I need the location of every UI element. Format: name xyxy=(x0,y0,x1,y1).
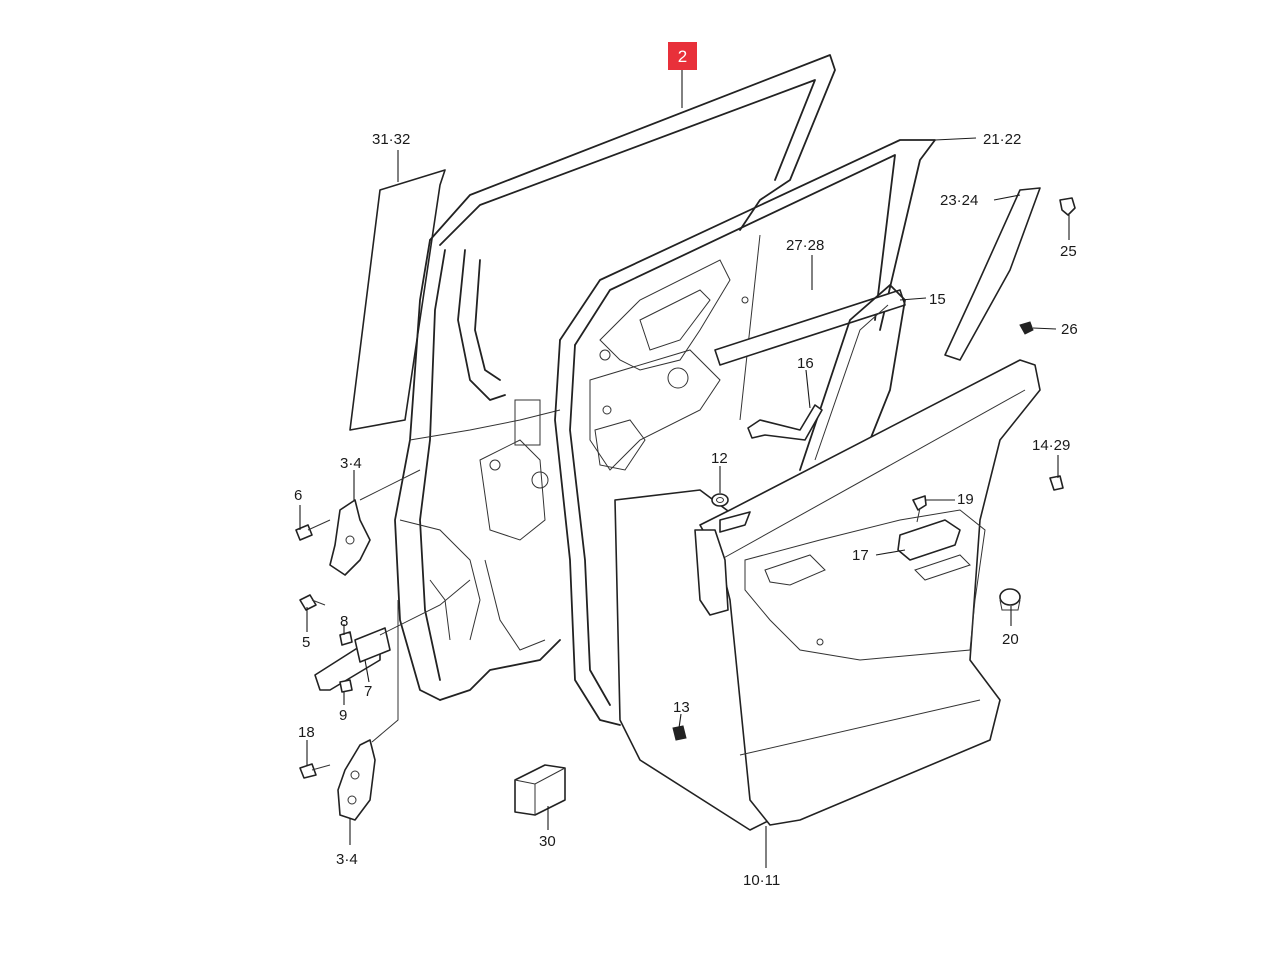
callout-19: 19 xyxy=(957,491,974,508)
clip-25 xyxy=(1059,197,1076,216)
callout-13: 13 xyxy=(673,699,690,716)
screw-19 xyxy=(912,495,927,523)
callout-31-32: 31·32 xyxy=(372,131,410,148)
callout-23-24: 23·24 xyxy=(940,192,978,209)
bolt-9 xyxy=(339,679,353,693)
callout-2-label: 2 xyxy=(678,47,687,66)
callout-3-4-bottom: 3·4 xyxy=(336,851,358,868)
callout-7: 7 xyxy=(364,683,372,700)
pillar-garnish-part xyxy=(944,187,1041,361)
callout-15: 15 xyxy=(929,291,946,308)
window-film-part xyxy=(349,169,446,431)
callout-14-29: 14·29 xyxy=(1032,437,1070,454)
lower-hinge-part xyxy=(337,600,399,821)
pad-30 xyxy=(514,764,566,816)
callout-20: 20 xyxy=(1002,631,1019,648)
callout-17: 17 xyxy=(852,547,869,564)
callout-2-highlight[interactable]: 2 xyxy=(668,42,697,70)
callout-8: 8 xyxy=(340,613,348,630)
bolt-18 xyxy=(299,763,331,779)
callout-16: 16 xyxy=(797,355,814,372)
callout-5: 5 xyxy=(302,634,310,651)
pull-handle-part xyxy=(897,519,971,581)
callout-30: 30 xyxy=(539,833,556,850)
callout-3-4-top: 3·4 xyxy=(340,455,362,472)
highlight-box xyxy=(668,42,697,70)
inner-handle-part xyxy=(747,404,823,441)
check-link-part xyxy=(314,579,471,691)
bolt-6 xyxy=(295,519,331,541)
callout-18: 18 xyxy=(298,724,315,741)
upper-hinge-part xyxy=(329,469,421,576)
callout-12: 12 xyxy=(711,450,728,467)
grommet-12 xyxy=(711,493,729,507)
door-trim-panel-part xyxy=(614,359,1041,831)
leader-lines xyxy=(299,70,1070,868)
callout-6: 6 xyxy=(294,487,302,504)
callout-27-28: 27·28 xyxy=(786,237,824,254)
callout-21-22: 21·22 xyxy=(983,131,1021,148)
bolt-5 xyxy=(299,594,326,611)
callout-26: 26 xyxy=(1061,321,1078,338)
belt-moulding-part xyxy=(714,289,906,366)
door-shell-part xyxy=(394,54,836,701)
clip-26 xyxy=(1019,321,1034,335)
callout-10-11: 10·11 xyxy=(743,872,780,889)
cap-20 xyxy=(999,588,1021,611)
weatherstrip-part xyxy=(554,139,936,726)
inner-frame-part xyxy=(589,234,761,607)
bolt-8 xyxy=(339,631,353,646)
callout-9: 9 xyxy=(339,707,347,724)
callout-25: 25 xyxy=(1060,243,1077,260)
clip-14-29 xyxy=(1049,475,1064,491)
